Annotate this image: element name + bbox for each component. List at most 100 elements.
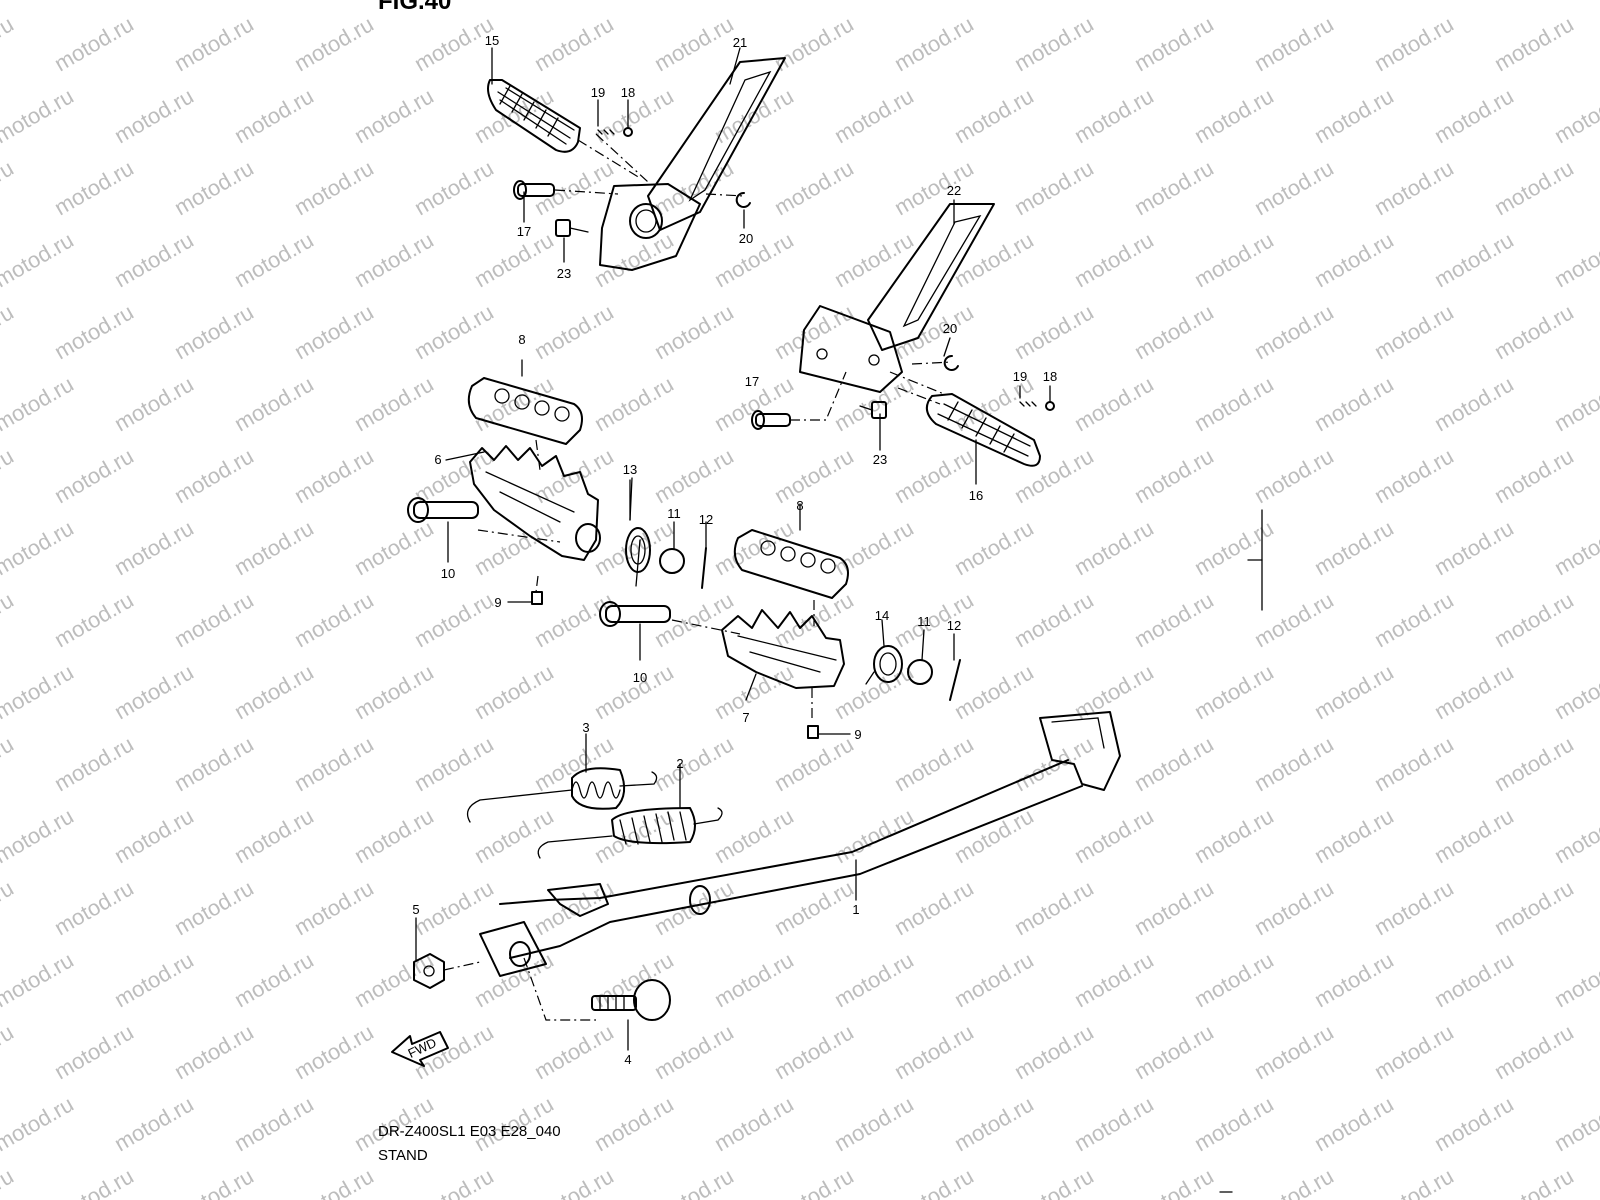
watermark-text: motod.ru bbox=[170, 731, 258, 796]
rear-footrest-bracket-right bbox=[799, 203, 995, 393]
watermark-text: motod.ru bbox=[290, 731, 378, 796]
callout-15-upper: 15 bbox=[485, 33, 499, 48]
callout-22: 22 bbox=[947, 183, 961, 198]
watermark-text: motod.ru bbox=[950, 83, 1038, 148]
watermark-text: motod.ru bbox=[50, 299, 138, 364]
watermark-text: motod.ru bbox=[290, 1163, 378, 1200]
watermark-text: motod.ru bbox=[350, 659, 438, 724]
watermark-text: motod.ru bbox=[1430, 803, 1518, 868]
watermark-text: motod.ru bbox=[1550, 227, 1600, 292]
watermark-text: motod.ru bbox=[170, 299, 258, 364]
watermark-text: motod.ru bbox=[530, 875, 618, 940]
watermark-text: motod.ru bbox=[530, 1163, 618, 1200]
watermark-text: motod.ru bbox=[50, 11, 138, 76]
watermark-text: motod.ru bbox=[950, 947, 1038, 1012]
watermark-text: motod.ru bbox=[710, 803, 798, 868]
watermark-text: motod.ru bbox=[1010, 299, 1098, 364]
watermark-text: motod.ru bbox=[1190, 227, 1278, 292]
bolt-right bbox=[859, 401, 887, 419]
watermark-text: motod.ru bbox=[1070, 515, 1158, 580]
watermark-text: motod.ru bbox=[950, 515, 1038, 580]
bolt-9-lower bbox=[807, 725, 819, 739]
callout-7: 7 bbox=[742, 710, 749, 725]
watermark-text: motod.ru bbox=[290, 875, 378, 940]
watermark-text: motod.ru bbox=[170, 587, 258, 652]
watermark-text: motod.ru bbox=[830, 371, 918, 436]
watermark-text: motod.ru bbox=[950, 0, 1038, 4]
watermark-text: motod.ru bbox=[530, 11, 618, 76]
watermark-text: motod.ru bbox=[890, 155, 978, 220]
callout-10-lower: 10 bbox=[633, 670, 647, 685]
callout-18-upper: 18 bbox=[621, 85, 635, 100]
watermark-text: motod.ru bbox=[410, 587, 498, 652]
pin-left bbox=[407, 497, 479, 523]
stand-nut bbox=[413, 953, 445, 989]
watermark-text: motod.ru bbox=[0, 731, 18, 796]
callout-23-upper: 23 bbox=[557, 266, 571, 281]
watermark-text: motod.ru bbox=[1070, 83, 1158, 148]
rear-footpeg-upper bbox=[487, 79, 581, 153]
watermark-text: motod.ru bbox=[650, 875, 738, 940]
watermark-text: motod.ru bbox=[650, 1163, 738, 1200]
ball-right bbox=[1045, 401, 1055, 411]
watermark-text: motod.ru bbox=[170, 1163, 258, 1200]
watermark-text: motod.ru bbox=[950, 659, 1038, 724]
pin-right bbox=[751, 410, 791, 430]
guide-lines-front-lower bbox=[671, 600, 815, 722]
watermark-text: motod.ru bbox=[1550, 0, 1600, 4]
watermark-text: motod.ru bbox=[350, 227, 438, 292]
watermark-text: motod.ru bbox=[1190, 803, 1278, 868]
watermark-text: motod.ru bbox=[1490, 299, 1578, 364]
watermark-text: motod.ru bbox=[1310, 371, 1398, 436]
footrest-rubber-lower bbox=[733, 529, 849, 599]
watermark-text: motod.ru bbox=[1010, 875, 1098, 940]
watermark-text: motod.ru bbox=[0, 515, 78, 580]
watermark-text: motod.ru bbox=[1490, 11, 1578, 76]
watermark-text: motod.ru bbox=[350, 83, 438, 148]
watermark-text: motod.ru bbox=[1250, 875, 1338, 940]
watermark-text: motod.ru bbox=[230, 659, 318, 724]
watermark-text: motod.ru bbox=[770, 443, 858, 508]
watermark-text: motod.ru bbox=[0, 443, 18, 508]
watermark-text: motod.ru bbox=[1430, 371, 1518, 436]
watermark-text: motod.ru bbox=[50, 587, 138, 652]
watermark-text: motod.ru bbox=[770, 1019, 858, 1084]
watermark-text: motod.ru bbox=[1190, 371, 1278, 436]
watermark-text: motod.ru bbox=[650, 299, 738, 364]
watermark-text: motod.ru bbox=[110, 83, 198, 148]
callout-leaders bbox=[415, 47, 1051, 1051]
watermark-text: motod.ru bbox=[0, 0, 78, 4]
watermark-text: motod.ru bbox=[1130, 587, 1218, 652]
callout-17-right: 17 bbox=[745, 374, 759, 389]
watermark-text: motod.ru bbox=[1070, 1091, 1158, 1156]
watermark-text: motod.ru bbox=[1370, 443, 1458, 508]
watermark-text: motod.ru bbox=[1370, 1163, 1458, 1200]
watermark-text: motod.ru bbox=[710, 659, 798, 724]
watermark-text: motod.ru bbox=[830, 803, 918, 868]
watermark-text: motod.ru bbox=[410, 875, 498, 940]
watermark-text: motod.ru bbox=[1190, 947, 1278, 1012]
watermark-text: motod.ru bbox=[1250, 587, 1338, 652]
cotter-pin-12-lower bbox=[949, 659, 961, 701]
watermark-text: motod.ru bbox=[590, 371, 678, 436]
callout-9-upper: 9 bbox=[494, 595, 501, 610]
watermark-text: motod.ru bbox=[110, 947, 198, 1012]
watermark-text: motod.ru bbox=[1010, 1019, 1098, 1084]
watermark-text: motod.ru bbox=[50, 1019, 138, 1084]
watermark-text: motod.ru bbox=[830, 947, 918, 1012]
watermark-text: motod.ru bbox=[50, 155, 138, 220]
watermark-text: motod.ru bbox=[1550, 515, 1600, 580]
watermark-text: motod.ru bbox=[710, 0, 798, 4]
watermark-text: motod.ru bbox=[0, 299, 18, 364]
watermark-text: motod.ru bbox=[1490, 155, 1578, 220]
callout-10-upper: 10 bbox=[441, 566, 455, 581]
watermark-text: motod.ru bbox=[0, 371, 78, 436]
watermark-text: motod.ru bbox=[1130, 299, 1218, 364]
callout-18-right: 18 bbox=[1043, 369, 1057, 384]
stand-bolt bbox=[591, 979, 671, 1021]
spring-14 bbox=[865, 645, 903, 685]
watermark-text: motod.ru bbox=[410, 299, 498, 364]
callout-5: 5 bbox=[412, 902, 419, 917]
guide-lines-right bbox=[790, 361, 953, 421]
small-parts-upper bbox=[597, 129, 615, 135]
